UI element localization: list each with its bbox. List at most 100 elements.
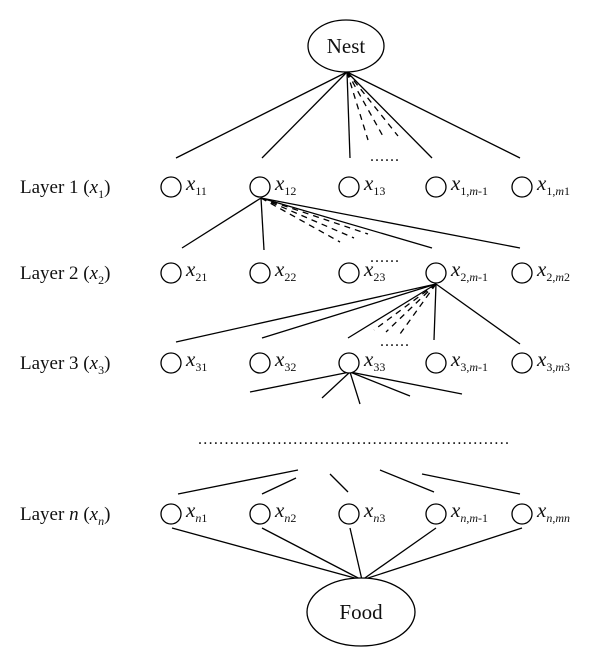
node-var: x [274, 257, 285, 281]
layer-label-suffix: ) [104, 177, 110, 198]
layer-node: x22 [249, 257, 296, 284]
layer-node: x33 [338, 347, 385, 374]
edge-dashed [399, 283, 437, 335]
layer-label-suffix: ) [104, 263, 110, 284]
edge [177, 469, 299, 495]
layer-node: x3,m3 [511, 347, 570, 374]
edge [349, 371, 463, 395]
node-var: x [536, 171, 547, 195]
layer-label-paren: ( [79, 504, 90, 525]
node-label: xn3 [363, 498, 385, 525]
node-var: x [274, 347, 285, 371]
node-var: x [274, 498, 285, 522]
node-circle [338, 176, 360, 198]
layer-node: x12 [249, 171, 296, 198]
edge-dashed [346, 71, 399, 137]
layer-node: x1,m-1 [425, 171, 488, 198]
node-label: xn1 [185, 498, 207, 525]
edge [261, 283, 437, 339]
node-label: x31 [185, 347, 207, 374]
node-label: x2,m2 [536, 257, 570, 284]
node-label: x11 [185, 171, 207, 198]
layer-node: x2,m-1 [425, 257, 488, 284]
layer-label: Layer 1 (x1) [20, 177, 110, 201]
node-circle [249, 352, 271, 374]
node-var: x [185, 257, 196, 281]
edge [321, 371, 351, 399]
edge [260, 197, 265, 251]
layer-label-sub: 3 [98, 363, 104, 377]
node-var: x [363, 347, 374, 371]
node-label: xn2 [274, 498, 296, 525]
node-var: x [363, 498, 374, 522]
node-var: x [363, 171, 374, 195]
node-subscript: 2 [290, 511, 296, 525]
node-subscript: 22 [284, 270, 296, 284]
node-subscript: 1 [564, 184, 570, 198]
node-subscript: 2, [546, 270, 555, 284]
edge [349, 527, 363, 581]
node-label: xn,mn [536, 498, 570, 525]
node-subscript: n [284, 511, 290, 525]
node-subscript: mn [555, 511, 570, 525]
node-label: x3,m-1 [450, 347, 488, 374]
layer-label-var: x [89, 504, 99, 525]
node-var: x [536, 257, 547, 281]
node-circle [338, 262, 360, 284]
food-node: Food [306, 577, 416, 647]
node-var: x [450, 498, 461, 522]
layer-node: x11 [160, 171, 207, 198]
edge [261, 527, 363, 581]
edge [260, 197, 433, 249]
layer-node: x32 [249, 347, 296, 374]
edge-dashed [373, 283, 437, 331]
layer-node: x21 [160, 257, 207, 284]
layer-label-prefix: Layer 2 ( [20, 263, 90, 284]
edge [361, 527, 523, 581]
node-circle [338, 503, 360, 525]
node-label: x3,m3 [536, 347, 570, 374]
edge [421, 473, 521, 495]
edges [171, 71, 523, 581]
node-subscript: 13 [373, 184, 385, 198]
node-circle [249, 262, 271, 284]
layer-label: Layer n (xn) [20, 504, 110, 528]
node-subscript: n [460, 511, 466, 525]
node-label: x12 [274, 171, 296, 198]
node-circle [425, 503, 447, 525]
edge [346, 71, 521, 159]
node-subscript: n [195, 511, 201, 525]
node-circle [511, 503, 533, 525]
edge [349, 371, 411, 397]
layer-label-suffix: ) [104, 353, 110, 374]
node-subscript: 31 [195, 360, 207, 374]
edge [379, 469, 435, 493]
edge-dashed [346, 71, 385, 139]
node-circle [160, 176, 182, 198]
food-label: Food [339, 600, 383, 624]
node-subscript: 33 [373, 360, 385, 374]
node-label: x22 [274, 257, 296, 284]
edge-dashed [260, 197, 355, 239]
node-circle [511, 262, 533, 284]
node-var: x [185, 347, 196, 371]
node-subscript: -1 [478, 360, 488, 374]
edge-dashed [260, 197, 369, 235]
node-circle [425, 176, 447, 198]
node-label: x21 [185, 257, 207, 284]
layer-label-prefix: Layer [20, 504, 69, 525]
edge [347, 283, 437, 339]
node-subscript: m [555, 270, 564, 284]
layer-node: x31 [160, 347, 207, 374]
layer-node: xn1 [160, 498, 207, 525]
node-circle [425, 262, 447, 284]
edge [346, 71, 433, 159]
node-circle [338, 352, 360, 374]
node-circle [249, 503, 271, 525]
node-label: x1,m-1 [450, 171, 488, 198]
node-circle [160, 503, 182, 525]
edge [260, 197, 521, 249]
layer-label-n: n [69, 504, 79, 525]
layer-label-var: x [89, 177, 99, 198]
